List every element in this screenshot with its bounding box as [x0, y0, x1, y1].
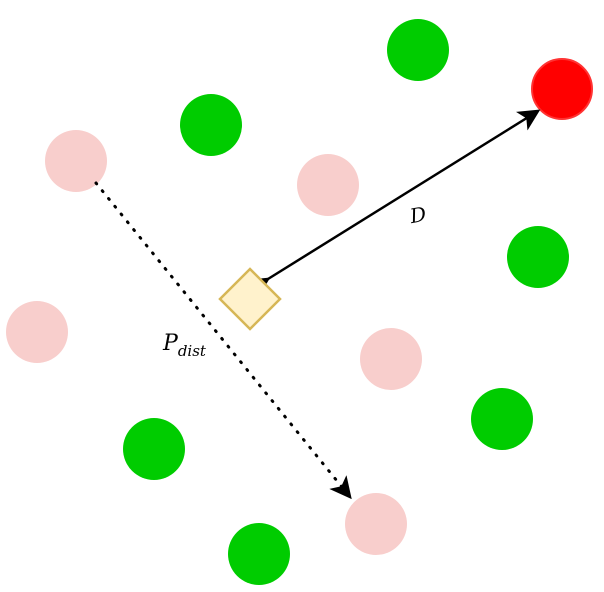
- red-point: [531, 58, 593, 120]
- probe-direction-arrow: [94, 181, 352, 500]
- pink-point-2: [297, 154, 359, 216]
- green-point-4: [471, 388, 533, 450]
- probe-distance-label: Pdist: [162, 331, 207, 360]
- green-point-5: [123, 418, 185, 480]
- green-point-2: [180, 94, 242, 156]
- distance-label: D: [407, 202, 428, 229]
- green-point-1: [387, 19, 449, 81]
- distance-arrow: [245, 109, 541, 299]
- probe-label-main: P: [162, 331, 179, 356]
- green-point-6: [228, 523, 290, 585]
- green-point-3: [507, 226, 569, 288]
- pink-point-4: [360, 328, 422, 390]
- query-diamond: [218, 267, 282, 331]
- pink-point-1: [45, 130, 107, 192]
- pink-point-5: [345, 493, 407, 555]
- pink-point-3: [6, 301, 68, 363]
- probe-label-subscript: dist: [178, 342, 207, 360]
